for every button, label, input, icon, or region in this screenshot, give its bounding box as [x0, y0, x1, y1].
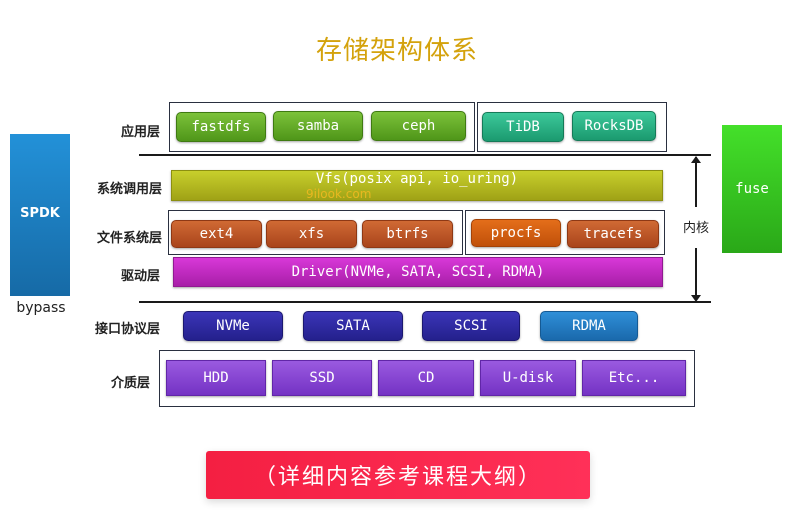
iface-sata: SATA: [303, 311, 403, 341]
page-title: 存储架构体系: [315, 36, 478, 66]
spdk-label: SPDK: [20, 206, 60, 221]
layer-label-driver: 驱动层: [120, 269, 160, 284]
layer-label-filesystem: 文件系统层: [96, 231, 162, 246]
fs-btrfs: btrfs: [362, 220, 453, 248]
layer-label-syscall: 系统调用层: [96, 182, 162, 197]
bypass-caption: bypass: [16, 300, 66, 316]
kernel-top-line: [139, 154, 711, 156]
vfs-bar: [171, 170, 663, 201]
media-cd: CD: [378, 360, 474, 396]
vfs-bar-label: Vfs(posix api, io_uring): [315, 171, 519, 187]
driver-bar: Driver(NVMe, SATA, SCSI, RDMA): [173, 257, 663, 287]
media-ssd: SSD: [272, 360, 372, 396]
fs-procfs: procfs: [471, 219, 561, 247]
iface-scsi: SCSI: [422, 311, 520, 341]
course-outline-button[interactable]: （详细内容参考课程大纲）: [206, 451, 590, 499]
kernel-label: 内核: [683, 221, 710, 236]
app-fastdfs: fastdfs: [176, 112, 266, 142]
iface-nvme: NVMe: [183, 311, 283, 341]
kernel-bottom-line: [139, 301, 711, 303]
app-ceph: ceph: [371, 111, 466, 141]
fs-ext4: ext4: [171, 220, 262, 248]
watermark: 9ilook.com: [306, 187, 372, 201]
fuse-box: fuse: [722, 125, 782, 253]
media-udisk: U-disk: [480, 360, 576, 396]
layer-label-media: 介质层: [110, 376, 150, 391]
layer-label-application: 应用层: [120, 125, 160, 140]
kernel-arrow-up: [695, 157, 697, 207]
layer-label-interface: 接口协议层: [94, 322, 160, 337]
app-rocksdb: RocksDB: [572, 111, 656, 141]
spdk-box: SPDK: [10, 134, 70, 296]
fs-xfs: xfs: [266, 220, 357, 248]
media-hdd: HDD: [166, 360, 266, 396]
fuse-label: fuse: [735, 181, 769, 197]
app-tidb: TiDB: [482, 112, 564, 142]
kernel-arrow-down: [695, 248, 697, 298]
app-samba: samba: [273, 111, 363, 141]
arrow-down-icon: [691, 295, 701, 302]
fs-tracefs: tracefs: [567, 220, 659, 248]
iface-rdma: RDMA: [540, 311, 638, 341]
media-etc: Etc...: [582, 360, 686, 396]
arrow-up-icon: [691, 156, 701, 163]
